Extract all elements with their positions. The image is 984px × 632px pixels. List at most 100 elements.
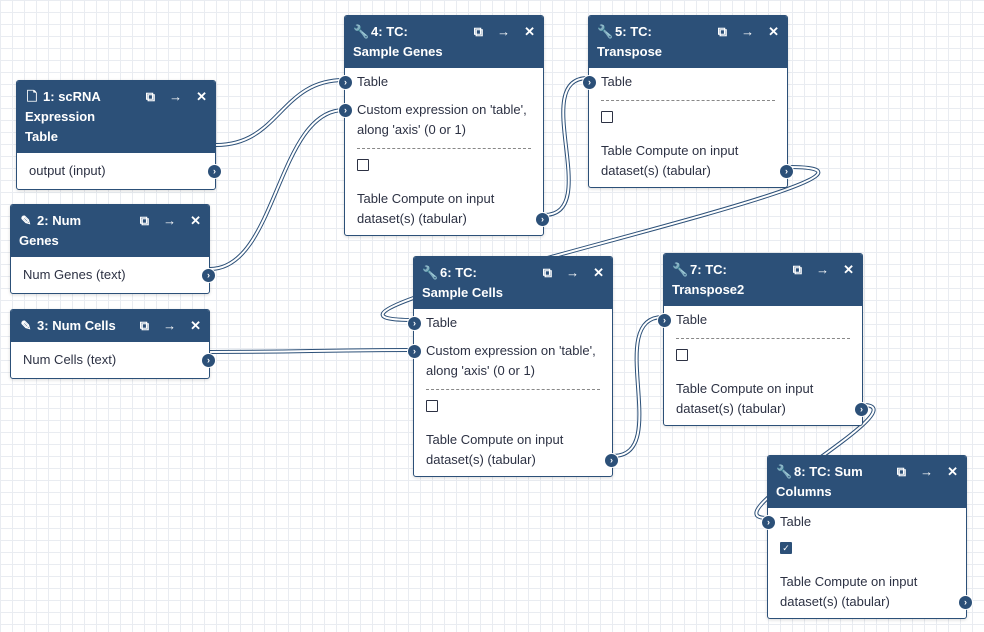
node-header[interactable]: 🔧8: TC: Sum Columns ⧉→✕	[768, 456, 966, 508]
wire-1-4	[215, 78, 345, 147]
node-title: Num Genes	[19, 213, 82, 248]
wrench-icon: 🔧	[353, 24, 370, 39]
node-num-genes[interactable]: ✎ 2: Num Genes ⧉ → ✕ Num Genes (text) ›	[10, 204, 216, 294]
output-port[interactable]: ›	[779, 164, 794, 179]
arrow-right-icon[interactable]: →	[920, 464, 934, 479]
close-icon[interactable]: ✕	[843, 262, 854, 277]
node-number: 3:	[37, 318, 49, 333]
node-num-cells[interactable]: ✎3: Num Cells ⧉→✕ Num Cells (text)›	[10, 309, 216, 379]
copy-icon[interactable]: ⧉	[792, 262, 803, 277]
input-port[interactable]: ›	[657, 313, 672, 328]
checkbox-checked[interactable]: ✓	[780, 542, 792, 554]
input-port[interactable]: ›	[582, 75, 597, 90]
node-number: 8:	[794, 464, 806, 479]
node-header[interactable]: 🔧5: TC: Transpose ⧉→✕	[589, 16, 787, 68]
arrow-right-icon[interactable]: →	[816, 262, 830, 277]
copy-icon[interactable]: ⧉	[139, 213, 150, 228]
node-sum-columns[interactable]: 🔧8: TC: Sum Columns ⧉→✕ ›Table ✓ Table C…	[761, 455, 973, 619]
node-header[interactable]: ✎3: Num Cells ⧉→✕	[11, 310, 209, 342]
checkbox[interactable]	[676, 349, 688, 361]
input-label: Table	[357, 74, 389, 89]
node-header[interactable]: 🔧6: TC: Sample Cells ⧉ → ✕	[414, 257, 612, 309]
copy-icon[interactable]: ⧉	[145, 89, 156, 104]
wire-3-6	[209, 348, 414, 354]
node-number: 5:	[615, 24, 627, 39]
node-number: 4:	[371, 24, 383, 39]
input-label: Table	[601, 74, 633, 89]
output-label: Table Compute on input dataset(s) (tabul…	[357, 191, 495, 226]
node-title: TC: Sample Cells	[422, 265, 503, 300]
output-label: Table Compute on input dataset(s) (tabul…	[780, 574, 918, 609]
arrow-right-icon[interactable]: →	[497, 24, 511, 39]
input-label: Table	[426, 315, 458, 330]
output-port[interactable]: ›	[604, 453, 619, 468]
copy-icon[interactable]: ⧉	[473, 24, 484, 39]
node-sample-genes[interactable]: 🔧4: TC: Sample Genes ⧉→✕ ›Table ›Custom …	[338, 15, 550, 236]
node-number: 7:	[690, 262, 702, 277]
file-icon: 🗋	[26, 89, 38, 104]
pencil-icon: ✎	[20, 213, 32, 228]
input-label: Table	[676, 312, 708, 327]
checkbox[interactable]	[357, 159, 369, 171]
node-header[interactable]: 🔧7: TC: Transpose2 ⧉ → ✕	[664, 254, 862, 306]
wire-6-7-inner	[612, 316, 664, 457]
wire-2-4-inner	[209, 109, 345, 270]
output-label: Table Compute on input dataset(s) (tabul…	[426, 432, 564, 467]
output-port[interactable]: ›	[201, 268, 216, 283]
output-label: Num Genes (text)	[23, 267, 126, 282]
node-transpose2[interactable]: 🔧7: TC: Transpose2 ⧉→✕ ›Table Table Comp…	[657, 253, 869, 426]
close-icon[interactable]: ✕	[524, 24, 535, 39]
close-icon[interactable]: ✕	[593, 265, 604, 280]
output-port[interactable]: ›	[535, 212, 550, 227]
output-label: Table Compute on input dataset(s) (tabul…	[601, 143, 739, 178]
wrench-icon: 🔧	[422, 265, 439, 280]
wire-3-6-inner	[209, 349, 414, 353]
input-port[interactable]: ›	[761, 515, 776, 530]
input-port[interactable]: ›	[338, 103, 353, 118]
node-header[interactable]: 🗋1: scRNA Expression Table ⧉→✕	[17, 81, 215, 153]
arrow-right-icon[interactable]: →	[163, 213, 177, 228]
arrow-right-icon[interactable]: →	[566, 265, 580, 280]
input-label: Custom expression on 'table', along 'axi…	[357, 102, 527, 137]
wrench-icon: 🔧	[672, 262, 689, 277]
close-icon[interactable]: ✕	[947, 464, 958, 479]
divider	[676, 338, 850, 339]
node-number: 6:	[440, 265, 452, 280]
node-header[interactable]: ✎ 2: Num Genes ⧉ → ✕	[11, 205, 209, 257]
wire-1-4-inner	[215, 79, 345, 146]
output-port[interactable]: ›	[207, 164, 222, 179]
output-label: Num Cells (text)	[23, 352, 117, 367]
node-header[interactable]: 🔧4: TC: Sample Genes ⧉→✕	[345, 16, 543, 68]
arrow-right-icon[interactable]: →	[741, 24, 755, 39]
node-scrna-expression-table[interactable]: 🗋1: scRNA Expression Table ⧉→✕ output (i…	[16, 80, 222, 190]
close-icon[interactable]: ✕	[190, 318, 201, 333]
input-label: Custom expression on 'table', along 'axi…	[426, 343, 596, 378]
input-port[interactable]: ›	[338, 75, 353, 90]
node-sample-cells[interactable]: 🔧6: TC: Sample Cells ⧉ → ✕ › Table › Custom …	[407, 256, 619, 477]
close-icon[interactable]: ✕	[196, 89, 207, 104]
node-title: scRNA Expression Table	[25, 89, 101, 144]
node-number: 2:	[37, 213, 49, 228]
copy-icon[interactable]: ⧉	[139, 318, 150, 333]
arrow-right-icon[interactable]: →	[163, 318, 177, 333]
close-icon[interactable]: ✕	[768, 24, 779, 39]
input-port[interactable]: ›	[407, 316, 422, 331]
divider	[357, 148, 531, 149]
wire-6-7	[612, 315, 664, 458]
copy-icon[interactable]: ⧉	[717, 24, 728, 39]
input-label: Table	[780, 514, 812, 529]
output-port[interactable]: ›	[854, 402, 869, 417]
arrow-right-icon[interactable]: →	[169, 89, 183, 104]
input-port[interactable]: ›	[407, 344, 422, 359]
node-title: TC: Transpose2	[672, 262, 745, 297]
copy-icon[interactable]: ⧉	[896, 464, 907, 479]
checkbox[interactable]	[426, 400, 438, 412]
close-icon[interactable]: ✕	[190, 213, 201, 228]
output-port[interactable]: ›	[201, 353, 216, 368]
copy-icon[interactable]: ⧉	[542, 265, 553, 280]
checkbox[interactable]	[601, 111, 613, 123]
node-title: TC: Sum Columns	[776, 464, 863, 499]
node-transpose[interactable]: 🔧5: TC: Transpose ⧉→✕ ›Table Table Compu…	[582, 15, 794, 188]
output-port[interactable]: ›	[958, 595, 973, 610]
